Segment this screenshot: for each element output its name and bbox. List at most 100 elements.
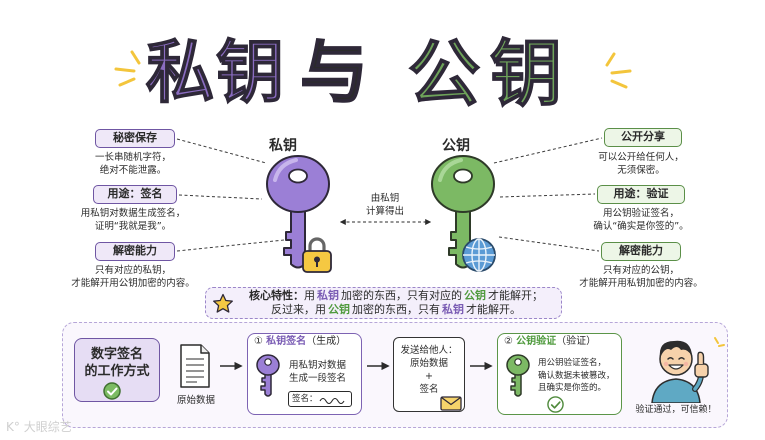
title-private-key: 私钥 (145, 34, 287, 113)
desc-line: 只有对应的公钥， (602, 265, 679, 276)
workflow-title-line: 的工作方式 (84, 364, 150, 379)
core-property-text: 核心特性：用私钥加密的东西，只有对应的公钥才能解开； 反过来，用公钥加密的东西，… (236, 289, 556, 317)
connector-public-share (493, 137, 603, 164)
core-line-2: 反过来，用公钥加密的东西，只有私钥才能解开。 (236, 303, 556, 317)
step1-suffix: （生成） (306, 336, 347, 347)
step1-header: ① 私钥签名（生成） (254, 335, 346, 349)
core-text-segment: 才能解开； (488, 289, 543, 302)
private-tag-decrypt: 解密能力 (95, 242, 175, 261)
desc-line: 才能解开用公钥加密的内容。 (71, 278, 195, 289)
original-data-label: 原始数据 (176, 395, 215, 406)
step1-number: ① (254, 336, 263, 347)
step1-title: 私钥签名 (266, 336, 307, 347)
watermark-text: 大眼综艺 (23, 420, 72, 434)
keyword-private-key: 私钥 (442, 303, 464, 316)
connector-private-decrypt (176, 239, 285, 252)
keyword-private-key: 私钥 (317, 289, 339, 302)
desc-line: 可以公开给任何人， (598, 152, 684, 163)
sparkle-left-icon (114, 50, 141, 87)
signature-box: 签名： (288, 391, 352, 407)
send-line: 发送给他人： (400, 345, 458, 356)
purple-key-small-icon (256, 354, 280, 397)
title-and: 与 (299, 34, 369, 113)
public-desc-decrypt: 只有对应的公钥， 才能解开用私钥加密的内容。 (566, 264, 716, 290)
public-tag-share: 公开分享 (604, 128, 682, 147)
keyword-public-key: 公钥 (328, 303, 350, 316)
step1-line: 用私钥对数据 (289, 360, 347, 371)
watermark: K° 大眼综艺 (6, 419, 72, 435)
desc-line: 用私钥对数据生成签名， (80, 208, 186, 219)
step2-suffix: （验证） (556, 336, 597, 347)
public-tag-usage-verify: 用途：验证 (597, 185, 685, 204)
green-key-small-icon (506, 354, 530, 397)
envelope-icon (440, 396, 462, 411)
keyword-public-key: 公钥 (464, 289, 486, 302)
send-description: 发送给他人： 原始数据 + 签名 (393, 344, 465, 396)
desc-line: 绝对不能泄露。 (99, 165, 167, 176)
thumbs-up-person-icon (651, 340, 709, 403)
workflow-title-box: 数字签名 的工作方式 (74, 338, 160, 402)
core-label: 核心特性： (249, 289, 304, 302)
step2-line: 用公钥验证签名， (538, 358, 607, 368)
sparkle-small-icon (714, 337, 725, 347)
desc-line: 用公钥验证签名， (602, 208, 679, 219)
core-text-segment: 反过来，用 (271, 303, 326, 316)
core-text-segment: 加密的东西，只有 (352, 303, 440, 316)
derivation-line: 计算得出 (365, 206, 404, 217)
desc-line: 只有对应的私钥， (94, 265, 171, 276)
step1-description: 用私钥对数据 生成一段签名 (289, 359, 346, 385)
connector-public-decrypt (498, 236, 600, 252)
public-desc-share: 可以公开给任何人， 无须保密。 (566, 151, 716, 177)
desc-line: 才能解开用私钥加密的内容。 (579, 278, 703, 289)
desc-line: 无须保密。 (617, 165, 665, 176)
check-circle-icon (547, 396, 564, 413)
public-tag-decrypt: 解密能力 (601, 242, 681, 261)
desc-line: 一长串随机字符， (94, 152, 171, 163)
star-icon (213, 293, 233, 313)
derivation-note: 由私钥 计算得出 (350, 192, 420, 218)
step2-number: ② (504, 336, 513, 347)
private-desc-decrypt: 只有对应的私钥， 才能解开用公钥加密的内容。 (58, 264, 208, 290)
core-property-box (205, 287, 562, 319)
core-text-segment: 用 (304, 289, 315, 302)
document-icon (180, 344, 210, 388)
public-key-label: 公钥 (442, 138, 470, 154)
private-tag-usage-sign: 用途：签名 (93, 185, 177, 204)
derivation-line: 由私钥 (370, 193, 400, 204)
signature-label: 签名： (292, 394, 318, 404)
padlock-icon (302, 237, 332, 273)
connector-secret-storage (176, 138, 267, 164)
desc-line: 证明“我就是我”。 (94, 221, 172, 232)
signature-squiggle-icon (319, 397, 345, 405)
public-desc-usage-verify: 用公钥验证签名， 确认“确实是你签的”。 (566, 207, 716, 233)
private-desc-usage-sign: 用私钥对数据生成签名， 证明“我就是我”。 (58, 207, 208, 233)
step2-line: 且确实是你签的。 (538, 383, 607, 393)
workflow-title-line: 数字签名 (90, 347, 143, 362)
send-line: 原始数据 (409, 358, 448, 369)
step2-title: 公钥验证 (516, 336, 557, 347)
private-desc-secret-storage: 一长串随机字符， 绝对不能泄露。 (58, 151, 208, 177)
private-tag-secret-storage: 秘密保存 (95, 129, 175, 148)
globe-icon (462, 238, 496, 272)
step2-line: 确认数据未被篡改， (538, 370, 615, 381)
connector-usage-sign (178, 194, 263, 200)
purple-key-icon (266, 155, 330, 269)
sparkle-right-icon (605, 52, 632, 89)
core-text-segment: 才能解开。 (466, 303, 521, 316)
private-key-label: 私钥 (269, 138, 297, 154)
core-text-segment: 加密的东西，只有对应的 (341, 289, 462, 302)
send-line: 签名 (419, 384, 439, 395)
check-circle-icon (103, 382, 121, 400)
title-public-key: 公钥 (407, 32, 573, 116)
step1-line: 生成一段签名 (289, 373, 347, 384)
core-line-1: 核心特性：用私钥加密的东西，只有对应的公钥才能解开； (236, 289, 556, 303)
step2-header: ② 公钥验证（验证） (504, 335, 596, 349)
connector-usage-verify (499, 193, 596, 198)
send-line: + (425, 371, 433, 382)
watermark-logo: K° (6, 420, 20, 434)
desc-line: 确认“确实是你签的”。 (593, 221, 689, 232)
step2-description: 用公钥验证签名， 确认数据未被篡改， 且确实是你签的。 (538, 357, 615, 395)
verification-result-label: 验证通过，可信赖！ (635, 405, 717, 415)
